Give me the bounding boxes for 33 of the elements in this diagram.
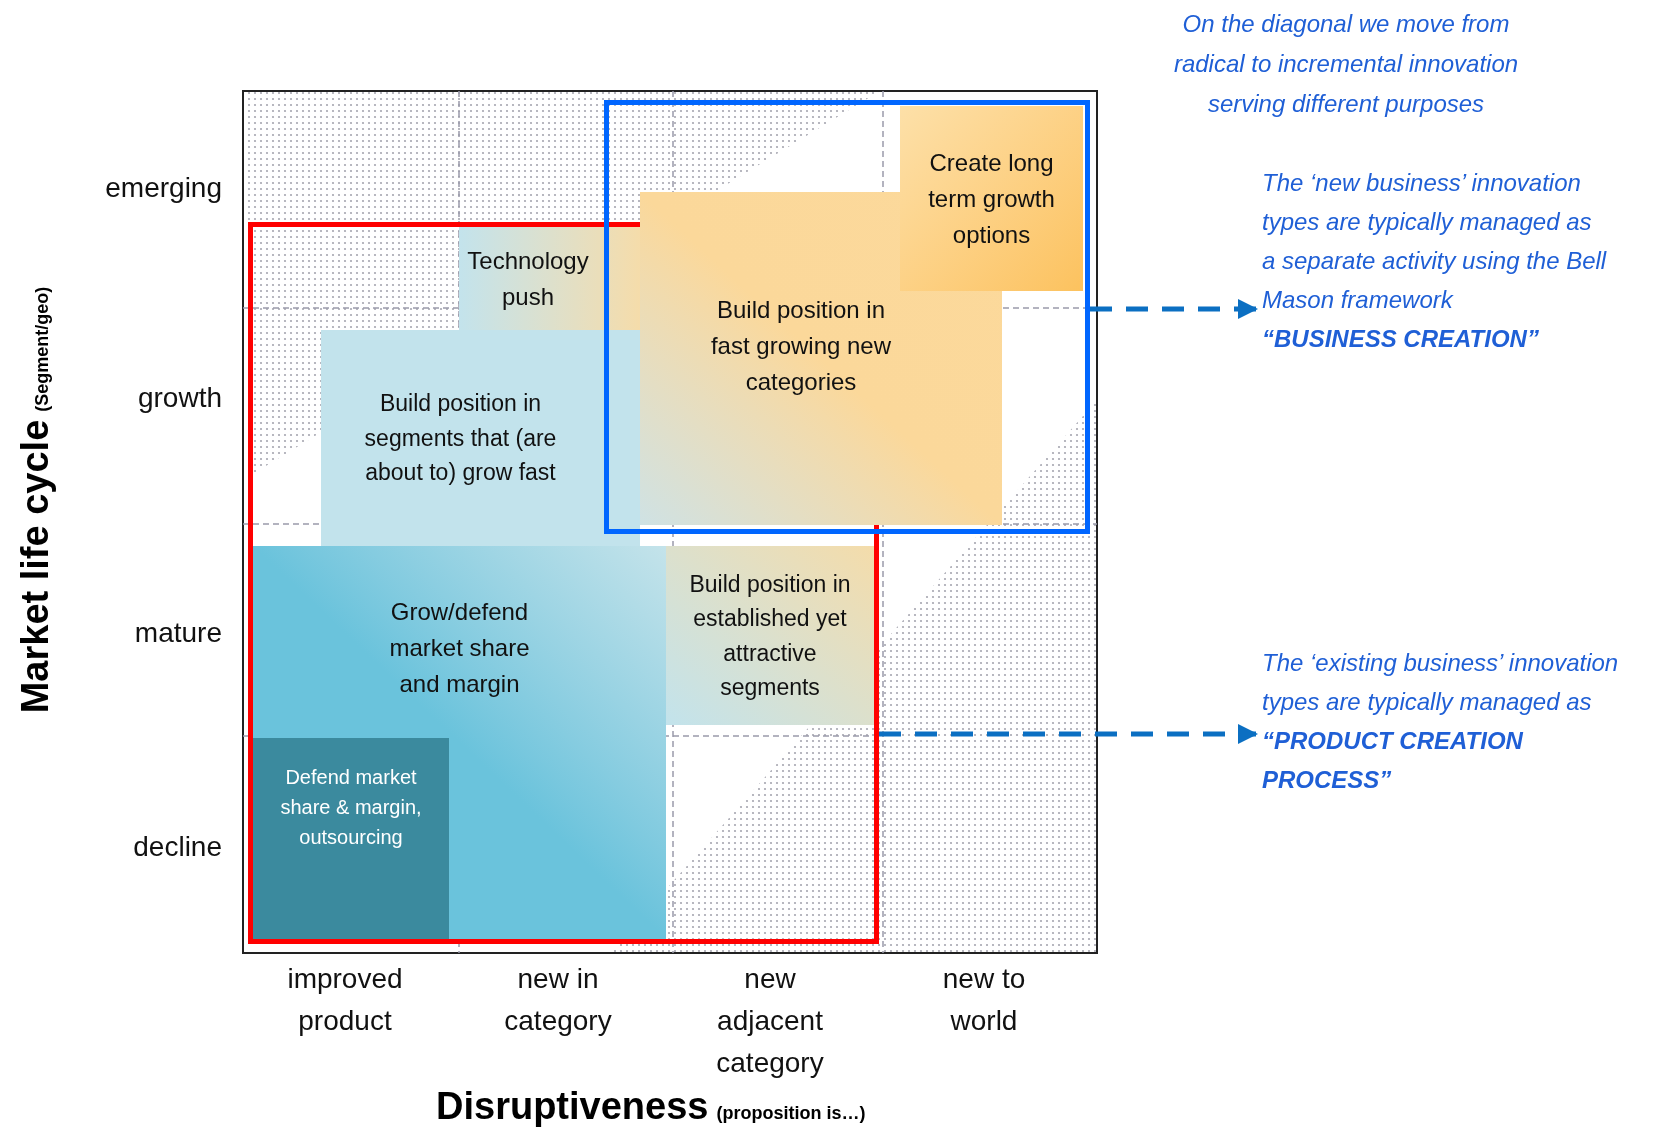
area-label: Defend market share & margin, outsourcing — [279, 765, 423, 850]
axis-tick-label: growth — [137, 381, 222, 415]
option-area — [459, 227, 640, 330]
axis-tick-label: emerging — [105, 171, 222, 205]
area-label: Create long term growth options — [927, 147, 1056, 250]
option-area — [321, 330, 640, 546]
axis-tick-label: decline — [133, 830, 222, 864]
axis-tick-label: improved product — [286, 962, 404, 1038]
option-area — [253, 738, 449, 939]
option-area — [253, 546, 666, 939]
axis-title: Market life cycle — [12, 419, 57, 714]
annotation-text: The ‘existing business’ innovation types are typically managed as — [1262, 648, 1620, 717]
annotation-heading: “PRODUCT CREATION PROCESS” — [1262, 726, 1524, 795]
area-label: Build position in established yet attractive segments — [688, 569, 852, 702]
axis-tick-label: new to world — [941, 962, 1027, 1038]
axis-tick-label: mature — [134, 616, 222, 650]
axis-tick-label: new in category — [503, 962, 613, 1038]
note-text: On the diagonal we move from radical to incremental innovation serving different purposes — [1172, 9, 1520, 119]
option-area — [900, 106, 1083, 291]
area-label: Build position in segments that (are about to) grow fast — [363, 389, 558, 488]
option-area — [666, 546, 874, 725]
axis-subtitle: (proposition is…) — [716, 1102, 866, 1125]
area-label: Build position in fast growing new categories — [709, 295, 893, 397]
annotation-heading: “BUSINESS CREATION” — [1262, 324, 1539, 354]
highlight-frame — [604, 100, 1090, 534]
annotation-text: The ‘new business’ innovation types are typically managed as a separate activity using the Bell Mason framework — [1262, 168, 1607, 315]
area-label: Grow/defend market share and margin — [388, 597, 531, 699]
axis-title: Disruptiveness — [436, 1084, 709, 1129]
axis-subtitle: (Segment/geo) — [30, 286, 53, 412]
area-label: Technology push — [466, 245, 590, 312]
dashed-arrow — [1090, 299, 1258, 319]
dashed-arrow — [879, 724, 1258, 744]
axis-tick-label: new adjacent category — [715, 962, 825, 1080]
